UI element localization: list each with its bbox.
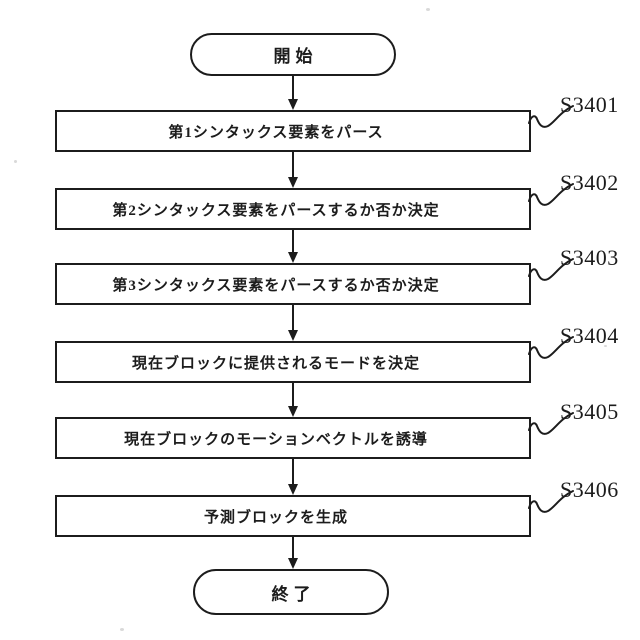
step-label-s3402: S3402	[560, 170, 619, 195]
flow-arrow	[288, 152, 298, 188]
start-terminal: 開始	[190, 33, 396, 76]
connector-squiggle	[528, 412, 574, 435]
process-text: 第3シンタックス要素をパースするか否か決定	[112, 277, 440, 294]
connector-squiggle	[528, 183, 574, 206]
flow-arrow	[288, 459, 298, 495]
process-text: 第2シンタックス要素をパースするか否か決定	[112, 202, 440, 219]
flow-arrow	[288, 75, 298, 110]
connector-squiggle	[528, 105, 574, 128]
process-box-s3404: 現在ブロックに提供されるモードを決定	[55, 341, 531, 383]
connector-squiggle	[528, 258, 574, 281]
process-box-s3402: 第2シンタックス要素をパースするか否か決定	[55, 188, 531, 230]
process-box-s3401: 第1シンタックス要素をパース	[55, 110, 531, 152]
connector-squiggle	[528, 490, 574, 513]
process-text: 予測ブロックを生成	[203, 509, 348, 526]
start-terminal-label: 開始	[273, 47, 318, 66]
end-terminal-label: 終了	[271, 584, 316, 604]
process-text: 第1シンタックス要素をパース	[168, 124, 384, 141]
step-label-s3406: S3406	[560, 477, 619, 502]
process-box-s3406: 予測ブロックを生成	[55, 495, 531, 537]
connector-squiggle	[528, 336, 574, 359]
process-box-s3403: 第3シンタックス要素をパースするか否か決定	[55, 263, 531, 305]
scan-speck	[426, 8, 430, 11]
step-label-s3401: S3401	[560, 92, 619, 117]
process-box-s3405: 現在ブロックのモーションベクトルを誘導	[55, 417, 531, 459]
step-label-s3404: S3404	[560, 323, 619, 348]
flow-arrow	[288, 230, 298, 263]
flow-arrow	[288, 383, 298, 417]
step-label-s3405: S3405	[560, 399, 619, 424]
process-text: 現在ブロックのモーションベクトルを誘導	[124, 431, 428, 448]
flow-arrow	[288, 537, 298, 569]
step-label-s3403: S3403	[560, 245, 619, 270]
scan-speck	[14, 160, 17, 163]
flow-arrow	[288, 305, 298, 341]
process-text: 現在ブロックに提供されるモードを決定	[131, 355, 420, 372]
end-terminal: 終了	[193, 569, 389, 615]
scan-speck	[604, 345, 607, 347]
scan-speck	[120, 628, 124, 631]
